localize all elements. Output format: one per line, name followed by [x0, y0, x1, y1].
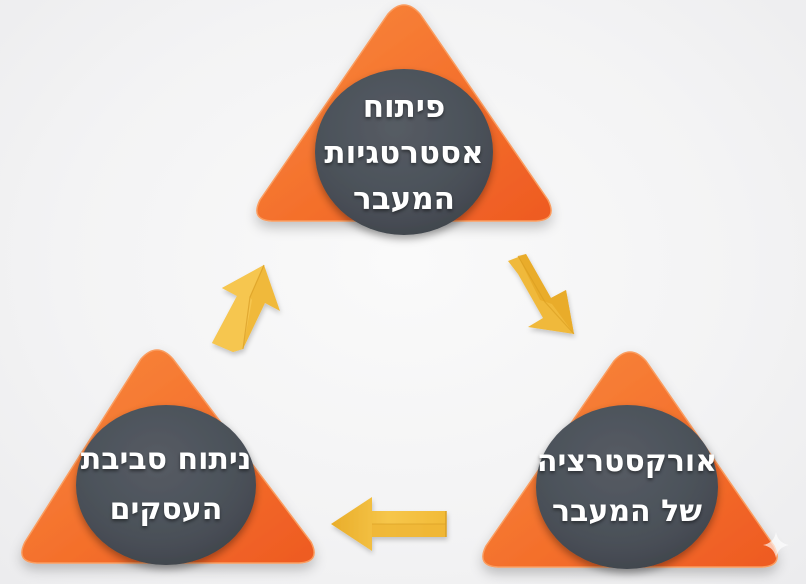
circle-shape [76, 405, 256, 565]
circle-shape [315, 69, 493, 235]
node-bottom-right [482, 351, 778, 569]
sparkle-icon [763, 532, 789, 558]
arrow-down-right-icon [508, 254, 575, 335]
circle-shape [536, 405, 718, 569]
node-bottom-left [21, 349, 315, 565]
arrow-up-right-icon [212, 264, 280, 352]
node-top [256, 4, 552, 235]
arrow-left-icon [331, 497, 447, 551]
